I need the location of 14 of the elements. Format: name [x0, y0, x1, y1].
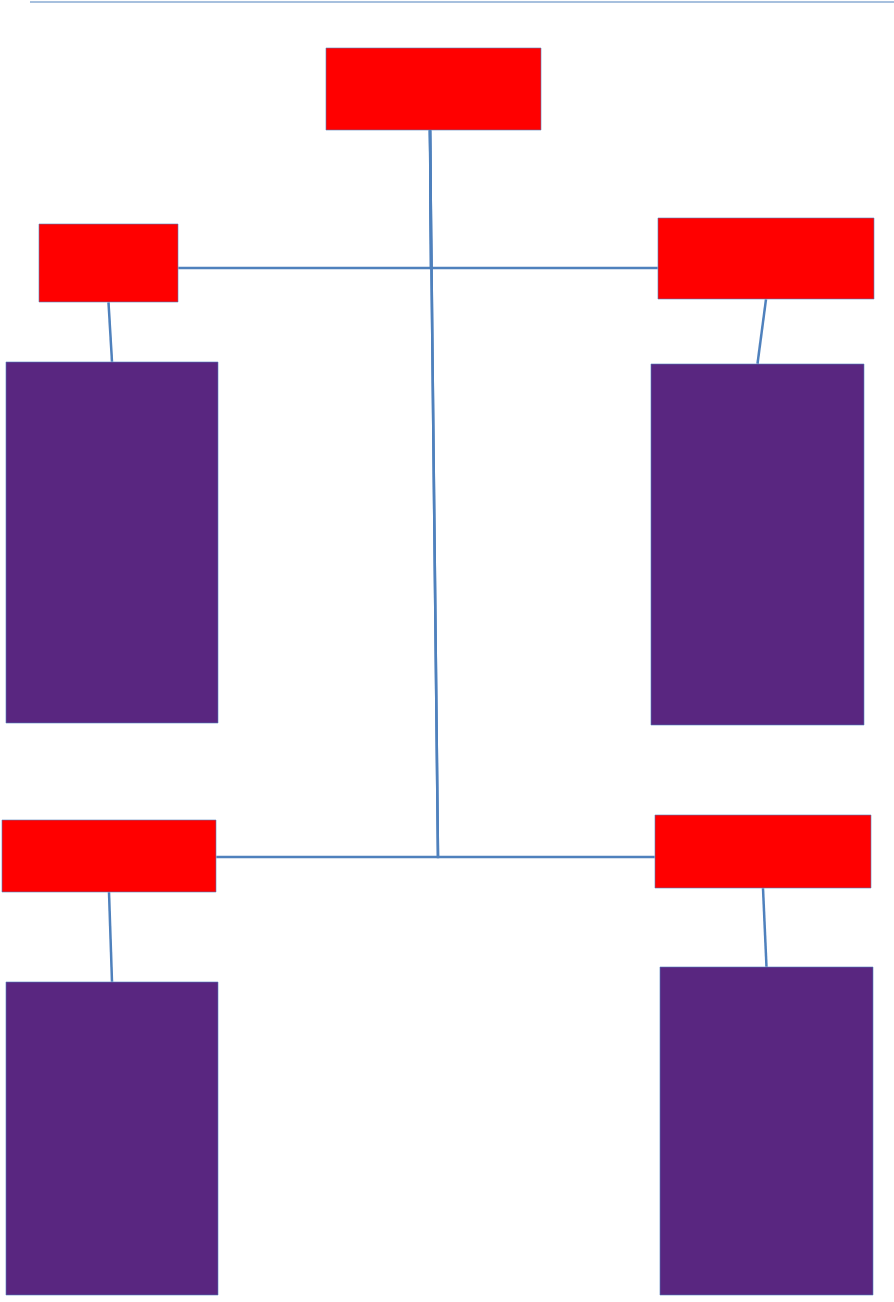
connector-line	[107, 302, 114, 362]
box	[654, 814, 872, 889]
box	[659, 966, 874, 1296]
box	[325, 47, 542, 131]
connector-line	[428, 130, 655, 859]
box	[5, 361, 219, 724]
connector-line	[107, 892, 114, 982]
connector-line	[761, 888, 768, 967]
box	[650, 363, 865, 726]
box	[38, 223, 179, 303]
box	[5, 981, 219, 1296]
box	[657, 217, 875, 300]
connector-line	[756, 299, 768, 364]
box	[1, 819, 217, 893]
